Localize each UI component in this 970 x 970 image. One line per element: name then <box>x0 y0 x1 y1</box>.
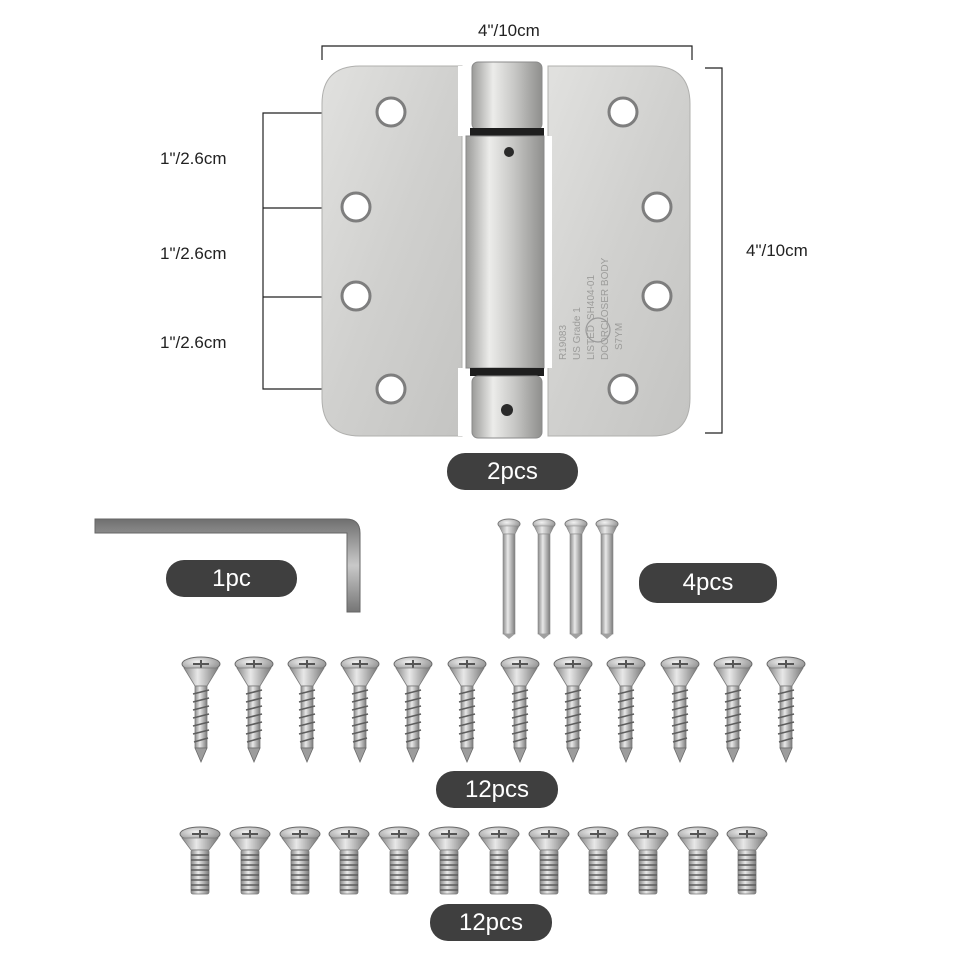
pin-4 <box>595 518 619 640</box>
hex-key <box>94 518 361 613</box>
door-hinge: R19083 US Grade 1 SH404-01 DOORCLOSER BO… <box>321 61 691 439</box>
hole-spacing-label-2: 1"/2.6cm <box>160 244 227 263</box>
width-label: 4"/10cm <box>478 21 540 40</box>
stamp-line-4: DOORCLOSER BODY <box>600 257 611 360</box>
wood-screws <box>181 656 806 763</box>
pin-2 <box>532 518 556 640</box>
hinge-pins <box>497 518 619 640</box>
hole-spacing-label-1: 1"/2.6cm <box>160 149 227 168</box>
pins-quantity-badge: 4pcs <box>639 563 777 603</box>
wood-screws-quantity-badge: 12pcs <box>436 771 558 808</box>
stamp-line-2: US Grade 1 <box>572 307 583 360</box>
stamp-line-1: R19083 <box>558 325 569 360</box>
stamp-line-5: LISTED <box>586 325 597 360</box>
machine-screws-quantity-badge: 12pcs <box>430 904 552 941</box>
stamp-line-6: S7YM <box>614 323 625 350</box>
height-label: 4"/10cm <box>746 241 808 260</box>
pin-1 <box>497 518 521 640</box>
hole-spacing-label-3: 1"/2.6cm <box>160 333 227 352</box>
hex-key-quantity-badge: 1pc <box>166 560 297 597</box>
stamp-line-3: SH404-01 <box>586 275 597 320</box>
machine-screws <box>179 826 768 895</box>
pin-3 <box>564 518 588 640</box>
hinge-quantity-badge: 2pcs <box>447 453 578 490</box>
